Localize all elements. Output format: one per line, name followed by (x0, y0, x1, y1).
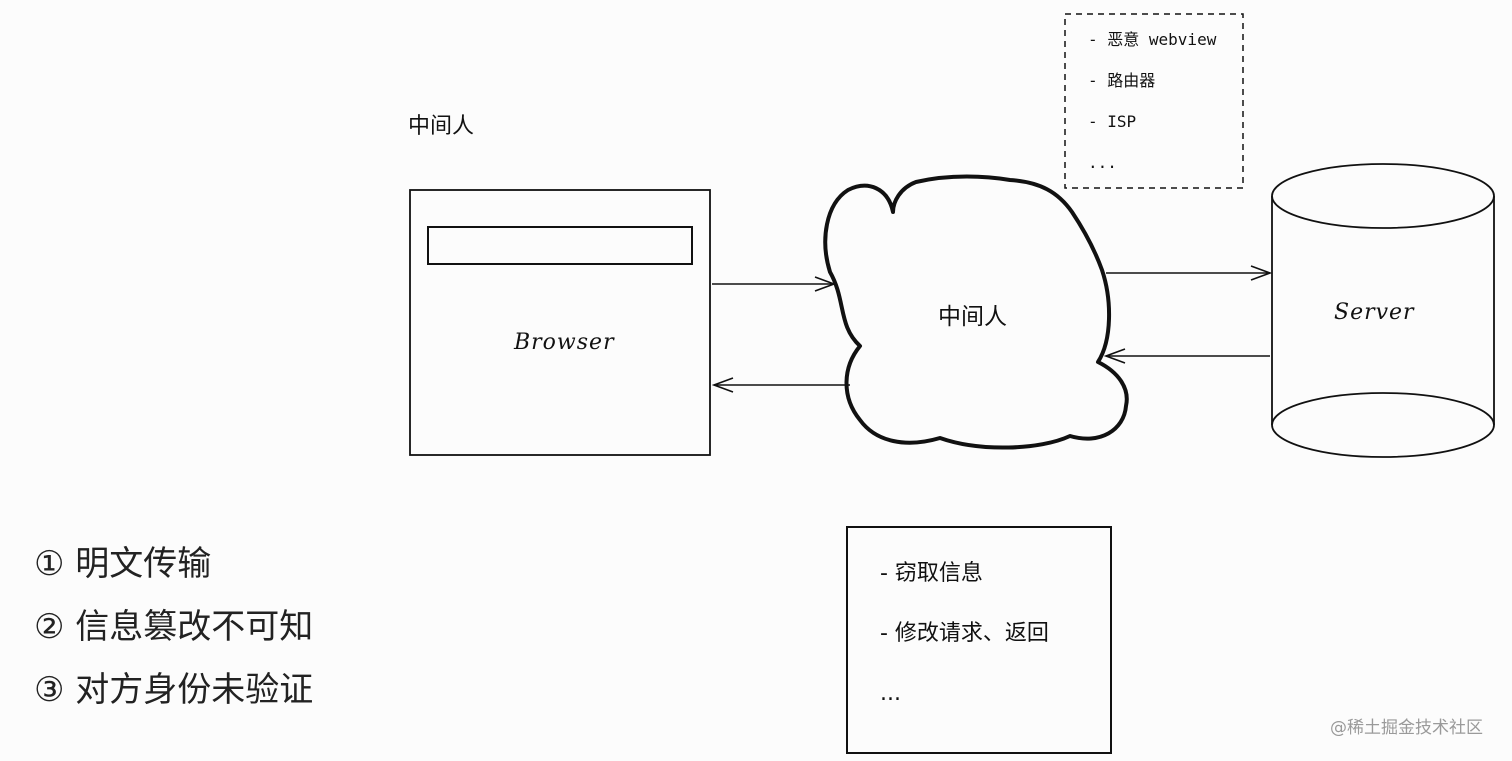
list-item: - 修改请求、返回 (880, 621, 1049, 646)
effects-list: - 窃取信息 - 修改请求、返回 ... (880, 563, 1049, 743)
effects-box (846, 526, 1112, 754)
attackers-box (1064, 13, 1244, 189)
server-label: Server (1334, 300, 1415, 325)
attackers-list: - 恶意 webview - 路由器 - ISP ... (1088, 32, 1216, 196)
browser-label: Browser (514, 330, 615, 355)
cloud-label: 中间人 (938, 304, 1007, 330)
watermark: @稀土掘金技术社区 (1330, 718, 1483, 738)
browser-address-bar (427, 226, 693, 265)
list-item: ① 明文传输 (34, 544, 212, 584)
problems-list: ① 明文传输 ② 信息篡改不可知 ③ 对方身份未验证 (34, 547, 313, 736)
browser-window (409, 189, 711, 456)
mitm-cloud (823, 174, 1129, 450)
list-item: ② 信息篡改不可知 (34, 607, 314, 647)
list-item: - 窃取信息 (880, 561, 983, 586)
list-item: - 路由器 (1088, 71, 1156, 90)
list-item: - ISP (1088, 112, 1137, 131)
list-item: - 恶意 webview (1088, 30, 1217, 49)
mitm-top-label: 中间人 (408, 114, 475, 139)
list-item: ... (880, 681, 901, 706)
list-item: ③ 对方身份未验证 (34, 670, 314, 710)
server-cylinder (1271, 163, 1495, 458)
list-item: ... (1088, 153, 1117, 172)
